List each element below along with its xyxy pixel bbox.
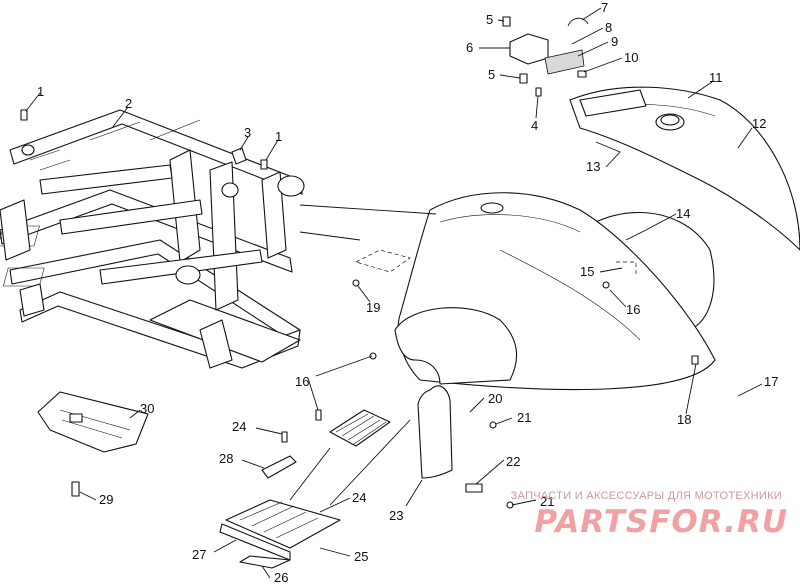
callout-30: 30 bbox=[140, 401, 154, 416]
leader-lines bbox=[25, 7, 763, 579]
callout-4: 4 bbox=[531, 118, 538, 133]
callout-8: 8 bbox=[605, 20, 612, 35]
frame-assembly bbox=[0, 109, 305, 369]
front-body-group bbox=[352, 192, 716, 391]
rear-fender-group bbox=[502, 16, 800, 251]
callout-24: 24 bbox=[232, 419, 246, 434]
callout-22: 22 bbox=[506, 454, 520, 469]
callout-18: 18 bbox=[677, 412, 691, 427]
callout-3: 3 bbox=[244, 125, 251, 140]
callout-28: 28 bbox=[219, 451, 233, 466]
callout-21: 21 bbox=[517, 410, 531, 425]
callout-9: 9 bbox=[611, 34, 618, 49]
callout-5-second: 5 bbox=[488, 67, 495, 82]
callout-7: 7 bbox=[601, 0, 608, 15]
callout-2: 2 bbox=[125, 96, 132, 111]
callout-1: 1 bbox=[37, 84, 44, 99]
fasteners-frame bbox=[20, 109, 268, 170]
callout-16: 16 bbox=[626, 302, 640, 317]
callout-15: 15 bbox=[580, 264, 594, 279]
callout-11: 11 bbox=[709, 70, 723, 85]
callout-12: 12 bbox=[752, 116, 766, 131]
callout-21-second: 21 bbox=[540, 494, 554, 509]
callout-29: 29 bbox=[99, 492, 113, 507]
callout-10: 10 bbox=[624, 50, 638, 65]
callout-14: 14 bbox=[676, 206, 690, 221]
callout-19: 19 bbox=[366, 300, 380, 315]
watermark-logo: PARTSFOR.RU bbox=[534, 504, 788, 540]
callout-16-second: 16 bbox=[295, 374, 309, 389]
skid-plate-group bbox=[37, 391, 149, 497]
callout-24-second: 24 bbox=[352, 490, 366, 505]
callout-27: 27 bbox=[192, 547, 206, 562]
callout-13: 13 bbox=[586, 159, 600, 174]
mudflap-footrest-group bbox=[219, 352, 514, 569]
callout-26: 26 bbox=[274, 570, 288, 585]
callout-5: 5 bbox=[486, 12, 493, 27]
callout-23: 23 bbox=[389, 508, 403, 523]
watermark-tagline: ЗАПЧАСТИ И АКСЕССУАРЫ ДЛЯ МОТОТЕХНИКИ bbox=[510, 490, 782, 502]
callout-17: 17 bbox=[764, 374, 778, 389]
callout-1-second: 1 bbox=[275, 129, 282, 144]
callout-25: 25 bbox=[354, 549, 368, 564]
callout-20: 20 bbox=[488, 391, 502, 406]
callout-labels: 1 2 3 1 5 6 5 4 7 8 9 10 11 12 13 14 15 … bbox=[37, 0, 778, 585]
callout-6: 6 bbox=[466, 40, 473, 55]
